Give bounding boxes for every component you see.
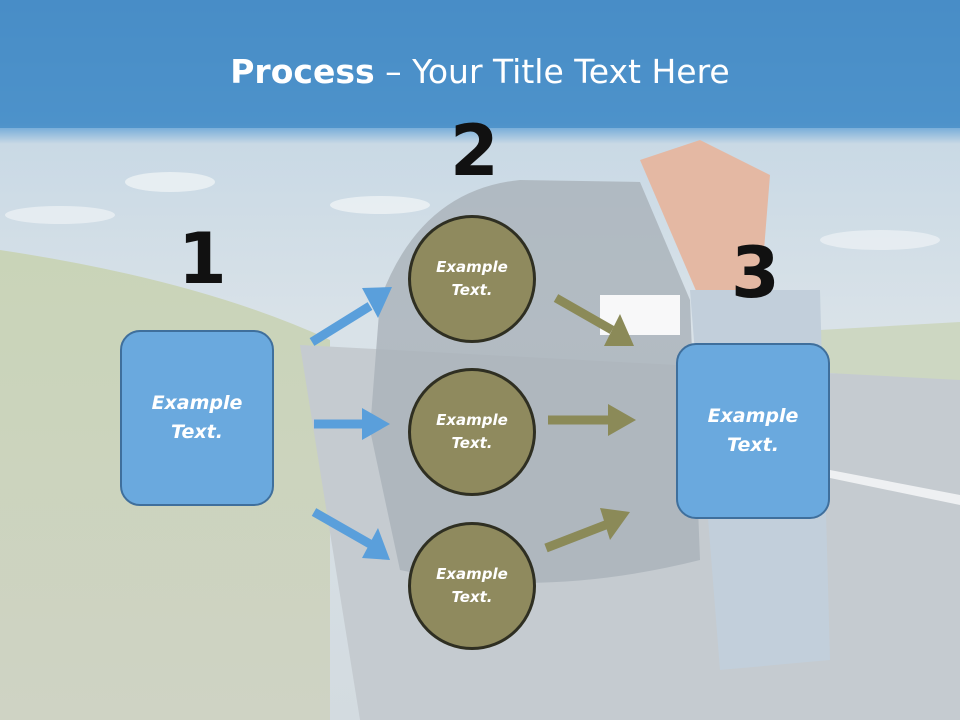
circle-top-text: Example Text. bbox=[436, 258, 508, 299]
step2-circle-middle[interactable]: Example Text. bbox=[408, 368, 536, 496]
slide-title: Process – Your Title Text Here bbox=[0, 52, 960, 91]
arrow-middle-to-right bbox=[548, 404, 636, 436]
arrow-left-to-top bbox=[309, 287, 392, 346]
step-number-2: 2 bbox=[450, 110, 499, 192]
title-bold: Process bbox=[230, 52, 375, 91]
step2-circle-top[interactable]: Example Text. bbox=[408, 215, 536, 343]
step-number-1: 1 bbox=[178, 218, 227, 300]
arrow-top-to-right bbox=[553, 294, 634, 346]
step3-box[interactable]: Example Text. bbox=[676, 343, 830, 519]
title-rest: – Your Title Text Here bbox=[374, 52, 730, 91]
step-number-3: 3 bbox=[731, 232, 780, 314]
circle-bottom-text: Example Text. bbox=[436, 565, 508, 606]
step1-box-text: Example Text. bbox=[151, 392, 243, 443]
step1-box[interactable]: Example Text. bbox=[120, 330, 274, 506]
circle-middle-text: Example Text. bbox=[436, 411, 508, 452]
step2-circle-bottom[interactable]: Example Text. bbox=[408, 522, 536, 650]
arrow-left-to-bottom bbox=[311, 508, 390, 560]
arrow-left-to-middle bbox=[314, 408, 390, 440]
arrow-bottom-to-right bbox=[544, 508, 630, 553]
step3-box-text: Example Text. bbox=[707, 405, 799, 456]
